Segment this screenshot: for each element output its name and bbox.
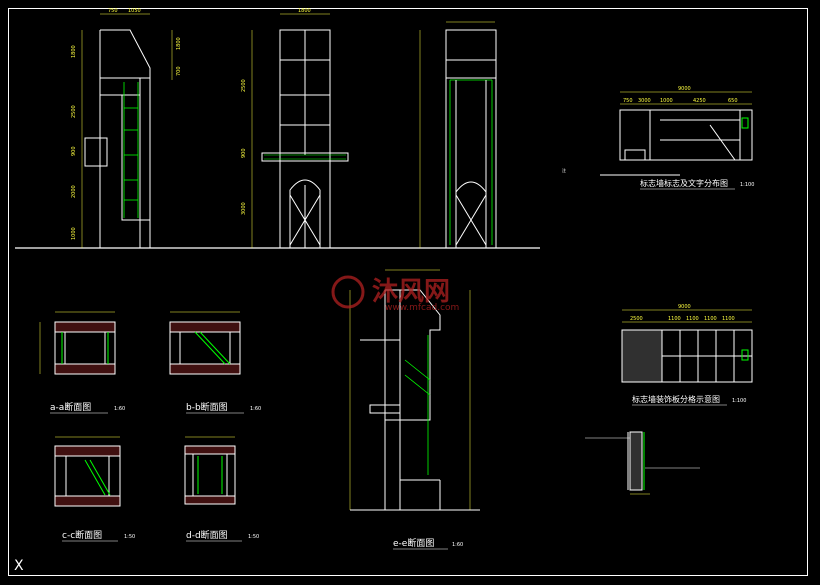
mid-side-dim-1: 2500 <box>241 79 247 92</box>
side-dim-900: 900 <box>71 146 77 156</box>
decor-dim-2: 1100 <box>668 316 681 322</box>
svg-text:注: 注 <box>562 167 566 173</box>
section-bb: b-b断面图 1:60 <box>169 311 261 414</box>
decor-dim-5: 1100 <box>722 316 735 322</box>
decor-dim-1: 2500 <box>630 316 643 322</box>
side-dim-right-2: 700 <box>176 66 182 76</box>
section-dd: d-d断面图 1:50 <box>184 436 259 542</box>
wall-detail <box>585 431 700 495</box>
section-aa-title: a-a断面图 <box>50 401 91 413</box>
decor-dim-4: 1100 <box>704 316 717 322</box>
sign-layout-scale: 1:100 <box>740 182 754 188</box>
section-ee-scale: 1:60 <box>452 542 463 548</box>
watermark-brand: 沐风网 <box>372 277 450 307</box>
top-dim-1050: 1050 <box>128 8 141 14</box>
section-ee: e-e断面图 1:60 <box>349 269 480 550</box>
sign-dim-1: 750 <box>623 98 633 104</box>
decor-layout-title: 标志墙装饰板分格示意图 <box>632 394 720 404</box>
side-dim-1000: 1000 <box>71 227 77 240</box>
sign-dim-4: 4250 <box>693 98 706 104</box>
sign-layout-elevation: 9000 750 3000 1000 4250 650 注 标志墙标志及文字分布… <box>562 86 754 190</box>
sign-dim-5: 650 <box>728 98 738 104</box>
side-dim-2000: 2000 <box>71 185 77 198</box>
sign-dim-2: 3000 <box>638 98 651 104</box>
top-dim-750: 750 <box>108 8 118 14</box>
section-cc: c-c断面图 1:50 <box>54 436 135 542</box>
side-dim-1800: 1800 <box>71 45 77 58</box>
sign-total-dim: 9000 <box>678 86 691 92</box>
mid-side-dim-3: 3000 <box>241 202 247 215</box>
mid-top-dim: 1800 <box>298 8 311 14</box>
decor-layout-scale: 1:100 <box>732 398 746 404</box>
section-cc-scale: 1:50 <box>124 534 135 540</box>
watermark: 沐风网 www.mfcad.com <box>331 275 459 313</box>
watermark-url: www.mfcad.com <box>385 303 459 313</box>
section-dd-title: d-d断面图 <box>186 529 228 541</box>
cursor-glyph: X <box>14 558 24 574</box>
section-aa-scale: 1:60 <box>114 406 125 412</box>
decor-layout-elevation: 9000 2500 1100 1100 1100 1100 标志墙装饰板分格示意… <box>621 304 753 406</box>
sign-layout-title: 标志墙标志及文字分布图 <box>640 178 728 188</box>
elevation-left: 750 1050 1800 250 <box>15 8 540 249</box>
mid-side-dim-2: 900 <box>241 148 247 158</box>
section-bb-title: b-b断面图 <box>186 401 228 413</box>
side-dim-2500: 2500 <box>71 105 77 118</box>
section-aa: a-a断面图 1:60 <box>39 311 125 414</box>
decor-dim-3: 1100 <box>686 316 699 322</box>
elevation-middle: 1800 2500 900 3000 <box>241 8 349 249</box>
section-dd-scale: 1:50 <box>248 534 259 540</box>
side-dim-right-1: 1800 <box>176 37 182 50</box>
watermark-logo-icon <box>331 275 365 309</box>
section-ee-title: e-e断面图 <box>393 537 434 549</box>
elevation-right <box>419 21 497 249</box>
section-bb-scale: 1:60 <box>250 406 261 412</box>
drawing-border <box>8 8 808 576</box>
decor-total-dim: 9000 <box>678 304 691 310</box>
sign-dim-3: 1000 <box>660 98 673 104</box>
section-cc-title: c-c断面图 <box>62 529 102 541</box>
